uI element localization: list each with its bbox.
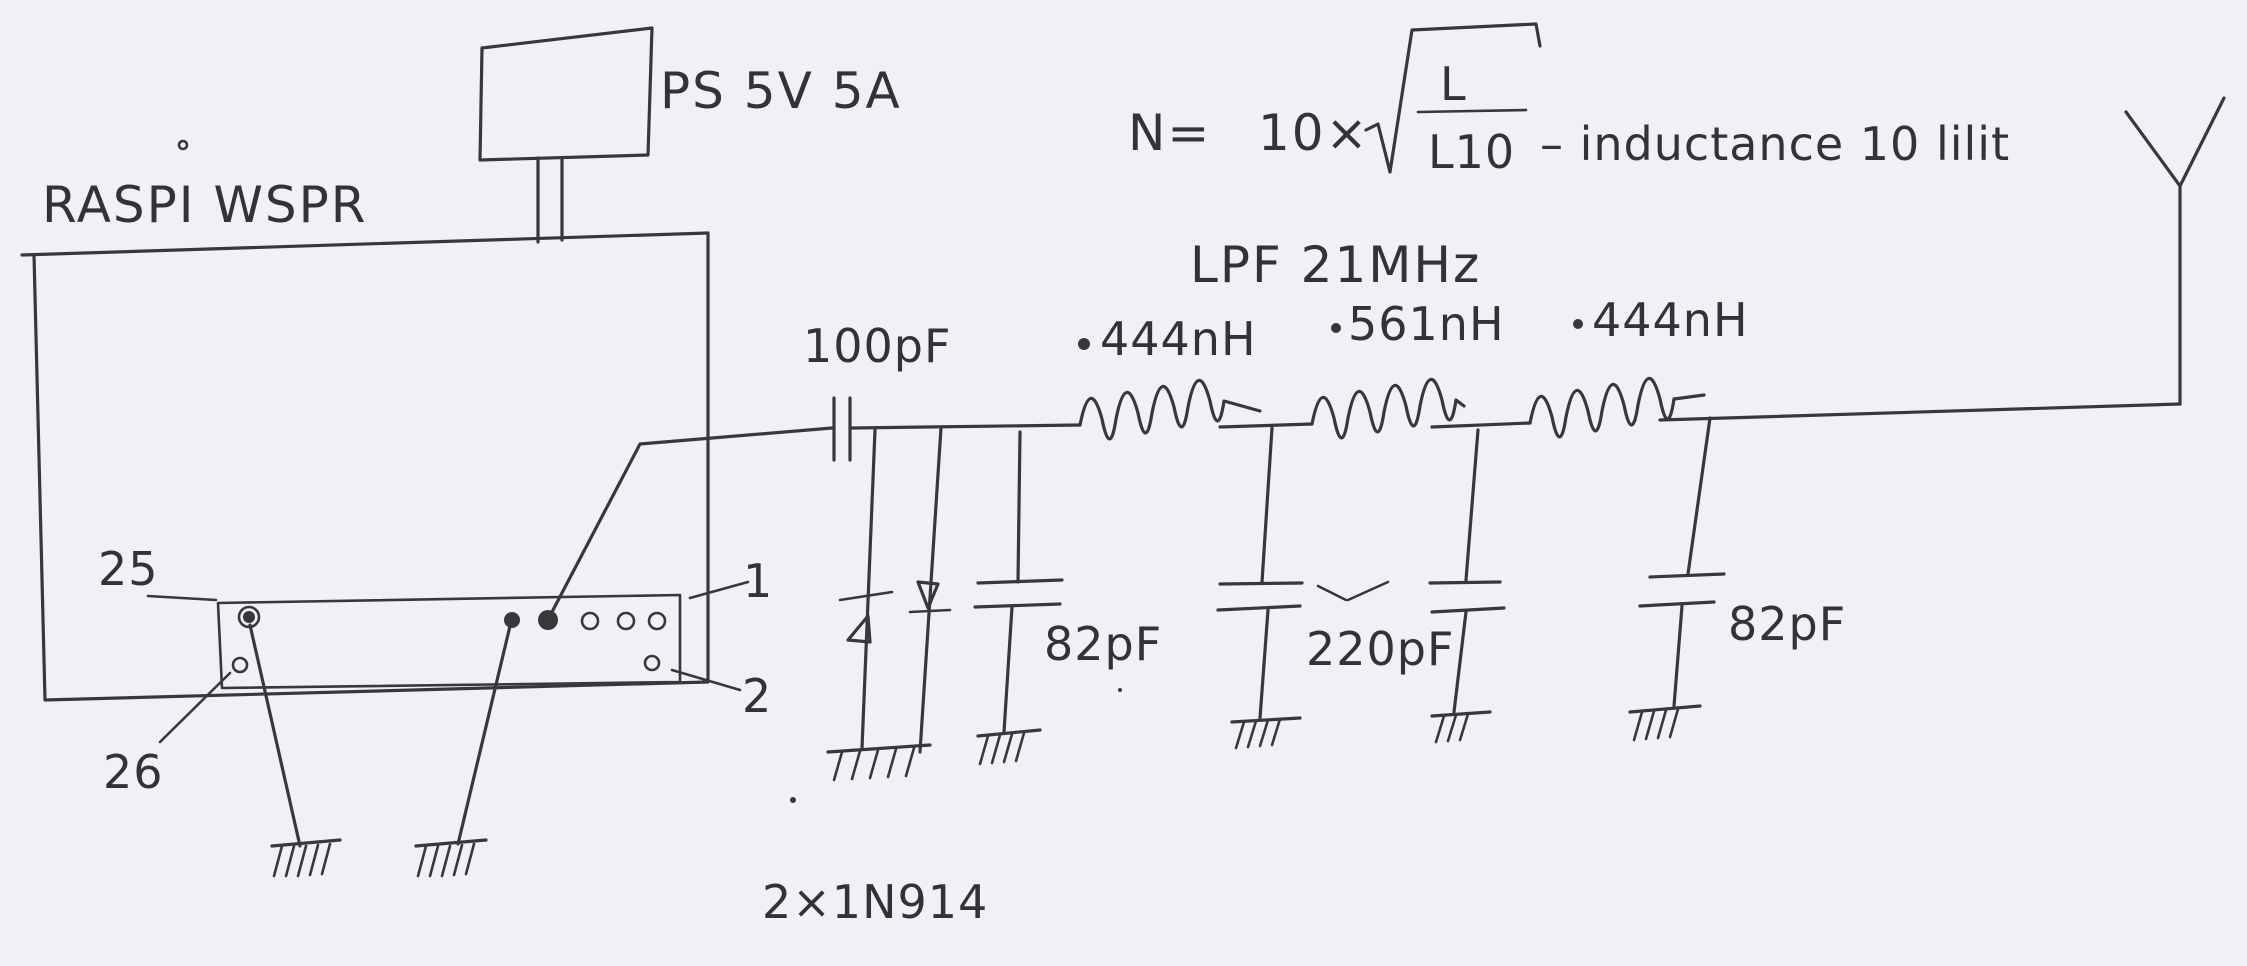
formula-note: – inductance 10 lilit [1540,117,2010,171]
shunt-capacitor-2-label: 220pF [1306,622,1454,676]
turns-formula: N= 10× L L10 – inductance 10 lilit [1128,22,2010,179]
gpio-ground-2 [414,624,512,878]
pin-26-label: 26 [103,745,164,799]
inductor-1-label: 444nH [1100,312,1257,366]
board-label: RASPI WSPR [42,176,368,234]
pin-2-label: 2 [742,669,772,723]
inductor-2: 561nH [1310,297,1505,440]
formula-factor: 10× [1258,104,1370,162]
power-supply-label: PS 5V 5A [660,62,902,120]
filter-title: LPF 21MHz [1190,236,1481,294]
formula-denominator: L10 [1428,125,1515,179]
protection-diodes: 2×1N914 [762,426,988,929]
shunt-capacitor-1: 82pF [973,430,1162,766]
antenna-icon [2124,96,2226,406]
pin-25-label: 25 [98,542,159,596]
inductor-3: 444nH [1528,293,1749,439]
series-capacitor-label: 100pF [803,319,951,373]
inductor-2-label: 561nH [1348,297,1505,351]
formula-n: N= [1128,104,1211,162]
power-supply: PS 5V 5A [478,26,902,244]
signal-line [550,402,2182,614]
diodes-label: 2×1N914 [762,875,988,929]
raspi-board: RASPI WSPR [20,139,710,702]
series-capacitor: 100pF [803,319,951,462]
shunt-capacitor-1-label: 82pF [1044,617,1162,671]
shunt-capacitor-3: 82pF [1628,416,1846,742]
gpio-ground-1 [248,623,342,878]
shunt-capacitor-2b: 220pF [1306,428,1506,744]
shunt-capacitor-2a [1216,426,1304,750]
formula-numerator: L [1440,57,1467,111]
inductor-1: 444nH [1078,312,1262,441]
shunt-capacitor-3-label: 82pF [1728,597,1846,651]
gpio-header [216,593,682,690]
inductor-3-label: 444nH [1592,293,1749,347]
